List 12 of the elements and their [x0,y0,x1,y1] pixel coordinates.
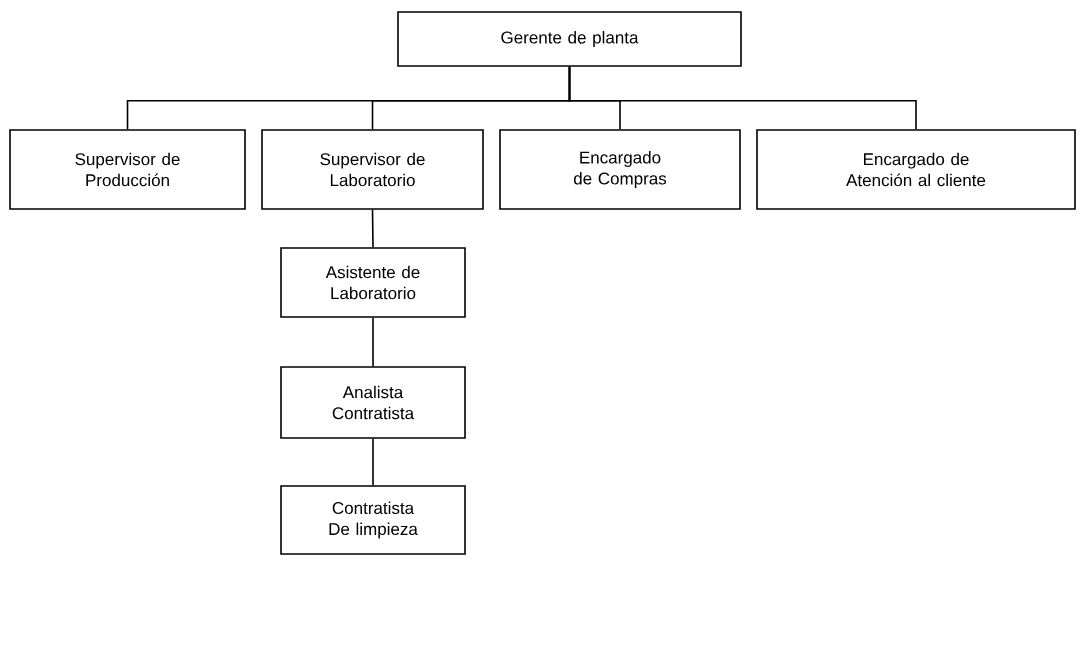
connector-line [568,66,917,130]
org-box: Supervisor de Producción [9,129,246,210]
org-box: Supervisor de Laboratorio [261,129,484,210]
connector-line [372,438,374,486]
connector-line [372,317,374,367]
org-box: Gerente de planta [397,11,742,67]
org-box: Analista Contratista [280,366,466,439]
org-box: Encargado de Atención al cliente [756,129,1076,210]
connector-line [371,209,374,248]
org-box: Encargado de Compras [499,129,741,210]
org-box: Contratista De limpieza [280,485,466,555]
org-box: Asistente de Laboratorio [280,247,466,318]
